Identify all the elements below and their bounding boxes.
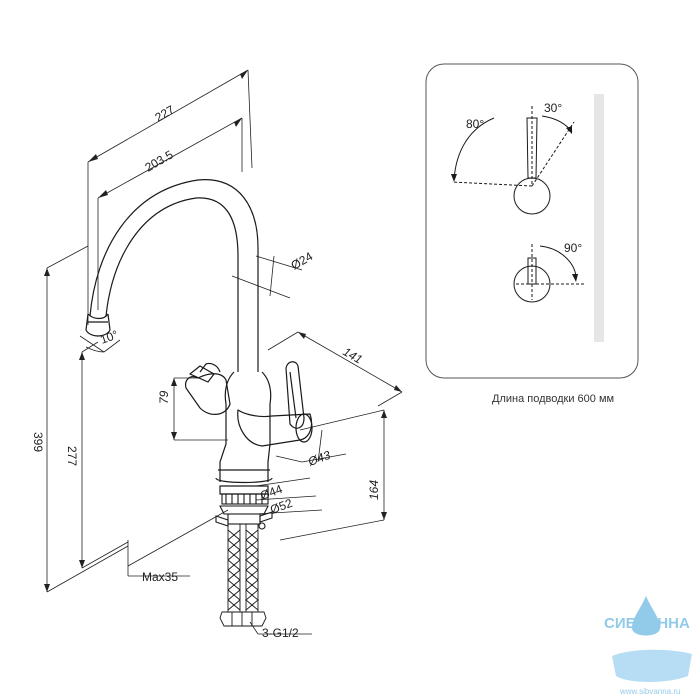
water-drop-icon	[632, 596, 660, 636]
rotation-panel: 80° 30° 90°	[425, 63, 639, 379]
angle-right: 30°	[544, 101, 562, 115]
dim-max-counter: Max35	[142, 570, 178, 584]
lever-rotation-diagram	[451, 106, 575, 215]
dim-total-height: 399	[31, 432, 45, 452]
rotation-panel-frame	[425, 63, 639, 379]
dim-spout-reach: 203.5	[143, 147, 176, 174]
dimension-labels: 227 203.5 Ø24 10° 399 277 79 141 Ø43 164…	[31, 102, 381, 640]
faucet-body	[185, 361, 313, 495]
dim-spout-diameter: Ø24	[289, 249, 316, 273]
dim-overall-reach: 227	[153, 102, 178, 124]
dim-spout-height: 277	[65, 446, 79, 466]
dim-handle-height: 79	[157, 390, 171, 404]
watermark-logo: СИБВАННА www.sibvanna.ru	[604, 596, 692, 696]
rotation-arrows	[451, 126, 578, 282]
braided-hoses	[219, 524, 267, 627]
dim-hose-thread: 3-G1/2	[262, 626, 299, 640]
dim-below-counter: 164	[367, 480, 381, 500]
watermark-url: www.sibvanna.ru	[619, 687, 680, 696]
dim-handle-diameter: Ø43	[305, 448, 332, 469]
dim-handle-span: 141	[341, 344, 365, 366]
hose-length-caption: Длина подводки 600 мм	[492, 393, 614, 405]
dimension-arrows	[44, 70, 402, 592]
bathtub-icon	[612, 649, 692, 682]
dim-spout-tilt: 10°	[98, 327, 120, 346]
faucet-spout	[85, 179, 259, 372]
watermark-brand: СИБВАННА	[604, 615, 690, 632]
angle-left: 80°	[466, 117, 484, 131]
side-bar	[594, 94, 604, 342]
angle-second: 90°	[564, 241, 582, 255]
dimension-lines	[46, 69, 403, 635]
knob-rotation-diagram	[513, 244, 586, 303]
